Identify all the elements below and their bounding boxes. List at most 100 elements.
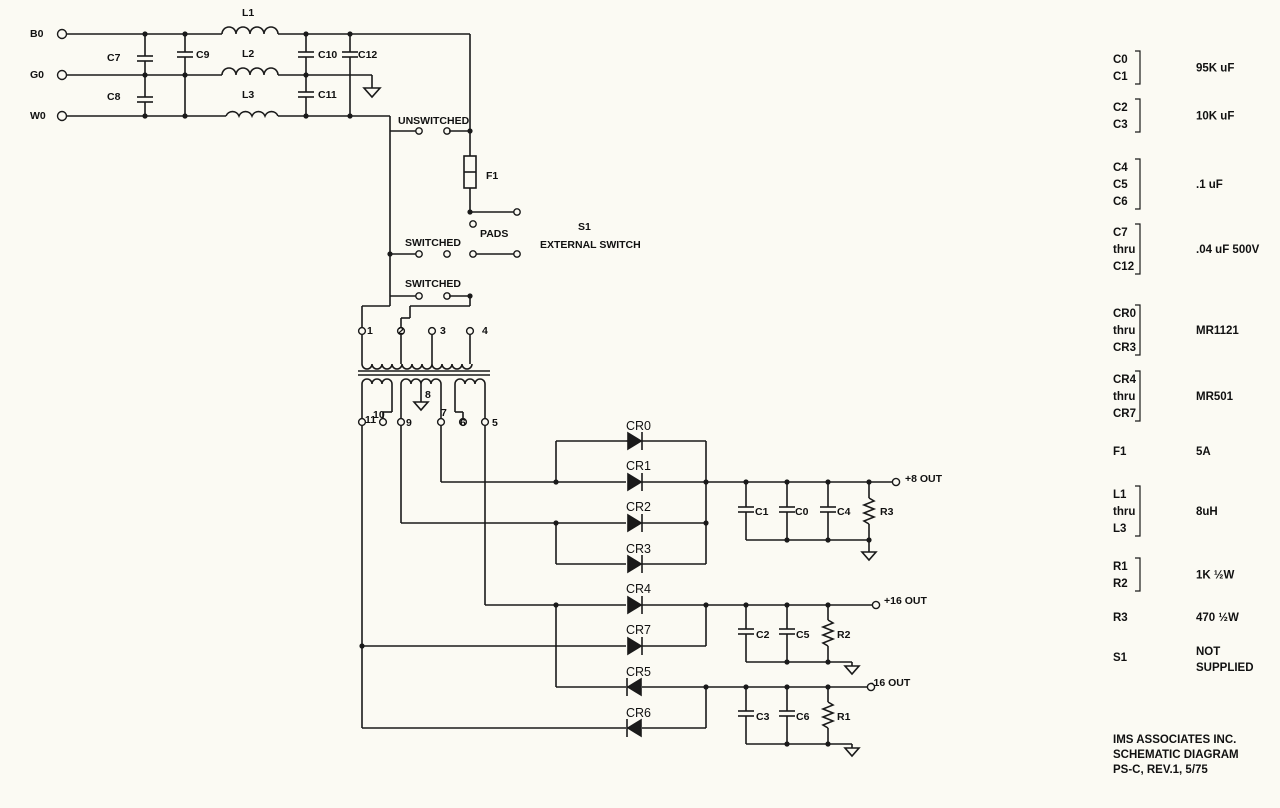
pin-label-11: 11	[365, 414, 376, 426]
label-cr1: CR1	[626, 459, 651, 473]
label-c1: C1	[755, 506, 769, 518]
diode-labels: CR0 CR1 CR2 CR3 CR4 CR7 CR5 CR6	[626, 419, 651, 720]
parts-list-bracket	[1135, 158, 1141, 210]
label-cr7: CR7	[626, 623, 651, 637]
pin-label-10: 10	[373, 409, 385, 421]
parts-list-ref: thru	[1113, 325, 1135, 337]
terminal-g0	[56, 69, 68, 81]
parts-list-ref: L1	[1113, 489, 1127, 501]
transformer-secondary-1	[361, 378, 393, 385]
diode-cr6	[626, 718, 642, 738]
parts-list-bracket	[1135, 98, 1141, 133]
parts-list-bracket	[1135, 223, 1141, 275]
diode-cr4	[627, 595, 643, 615]
label-cr3: CR3	[626, 542, 651, 556]
inductor-l2	[221, 67, 279, 76]
pin-label-3: 3	[440, 325, 446, 337]
parts-list-ref: R1	[1113, 561, 1128, 573]
parts-list-value: 95K uF	[1196, 63, 1234, 75]
parts-list-bracket	[1135, 485, 1141, 537]
transformer	[357, 326, 490, 427]
parts-list-ref: thru	[1113, 244, 1135, 256]
label-switched-1: SWITCHED	[405, 237, 461, 249]
parts-list-ref: S1	[1113, 652, 1128, 664]
parts-list-ref: C3	[1113, 119, 1128, 131]
parts-list-ref: L3	[1113, 523, 1126, 535]
parts-list-ref: thru	[1113, 506, 1135, 518]
label-l3: L3	[242, 89, 254, 101]
input-terminals: B0 G0 W0	[30, 28, 68, 122]
label-c12: C12	[358, 49, 377, 61]
label-switched-2: SWITCHED	[405, 278, 461, 290]
diode-cr7	[627, 636, 643, 656]
transformer-secondary-2	[400, 378, 442, 385]
parts-list-value: 5A	[1196, 446, 1211, 458]
parts-list-ref: C1	[1113, 71, 1128, 83]
label-r3: R3	[880, 506, 894, 518]
transformer-primary	[361, 363, 473, 370]
switch-labels: UNSWITCHED F1 PADS SWITCHED SWITCHED S1 …	[398, 115, 641, 290]
parts-list-ref: C0	[1113, 54, 1128, 66]
parts-list-ref: C7	[1113, 227, 1128, 239]
label-c2: C2	[756, 629, 770, 641]
label-c6: C6	[796, 711, 810, 723]
label-l2: L2	[242, 48, 254, 60]
pin-label-4: 4	[482, 325, 488, 337]
label-minus16-out: -16 OUT	[870, 677, 911, 689]
label-plus8-out: +8 OUT	[905, 473, 943, 485]
rectifier-diodes	[626, 431, 643, 738]
label-c10: C10	[318, 49, 337, 61]
label-f1: F1	[486, 170, 498, 182]
label-pads: PADS	[480, 228, 508, 240]
ground-symbol-plus16	[843, 665, 861, 676]
parts-list-value: MR1121	[1196, 325, 1239, 337]
inductor-l3	[225, 110, 279, 119]
transformer-pin-labels: 1 2 3 4 5 6 7 8 9 10 11	[365, 325, 498, 429]
ground-symbol-minus16	[843, 747, 861, 758]
terminal-minus16	[866, 682, 876, 692]
pin-label-1: 1	[367, 325, 373, 337]
resistor-r3	[861, 497, 877, 525]
label-unswitched: UNSWITCHED	[398, 115, 470, 127]
parts-list-ref: C12	[1113, 261, 1134, 273]
output-minus16	[706, 682, 876, 758]
label-c4: C4	[837, 506, 851, 518]
terminal-plus16	[871, 600, 881, 610]
label-r1: R1	[837, 711, 851, 723]
label-cr0: CR0	[626, 419, 651, 433]
label-c3: C3	[756, 711, 770, 723]
s1-terminal-bottom	[513, 250, 521, 258]
ground-symbol-ct	[412, 401, 430, 412]
terminal-w0	[56, 110, 68, 122]
label-c5: C5	[796, 629, 810, 641]
parts-list-ref: C2	[1113, 102, 1128, 114]
output-plus8	[706, 477, 901, 562]
output-plus16	[706, 600, 881, 676]
pin-label-8: 8	[425, 389, 431, 401]
s1-terminal-top	[513, 208, 521, 216]
parts-list-value: MR501	[1196, 391, 1234, 403]
switch-section	[361, 127, 521, 327]
parts-list-bracket	[1135, 304, 1141, 356]
label-cr2: CR2	[626, 500, 651, 514]
label-cr5: CR5	[626, 665, 651, 679]
parts-list-ref: CR7	[1113, 408, 1136, 420]
filter-wiring	[67, 26, 471, 296]
label-c0: C0	[795, 506, 809, 518]
label-g0: G0	[30, 69, 44, 81]
diode-cr0	[626, 431, 643, 451]
parts-list-value: NOT	[1196, 646, 1220, 658]
label-plus16-out: +16 OUT	[884, 595, 927, 607]
parts-list-value: 10K uF	[1196, 111, 1234, 123]
parts-list-ref: C5	[1113, 179, 1128, 191]
pin-label-6: 6	[460, 417, 466, 429]
title-line-3: PS-C, REV.1, 5/75	[1113, 764, 1208, 776]
label-c9: C9	[196, 49, 210, 61]
title-line-2: SCHEMATIC DIAGRAM	[1113, 749, 1239, 761]
